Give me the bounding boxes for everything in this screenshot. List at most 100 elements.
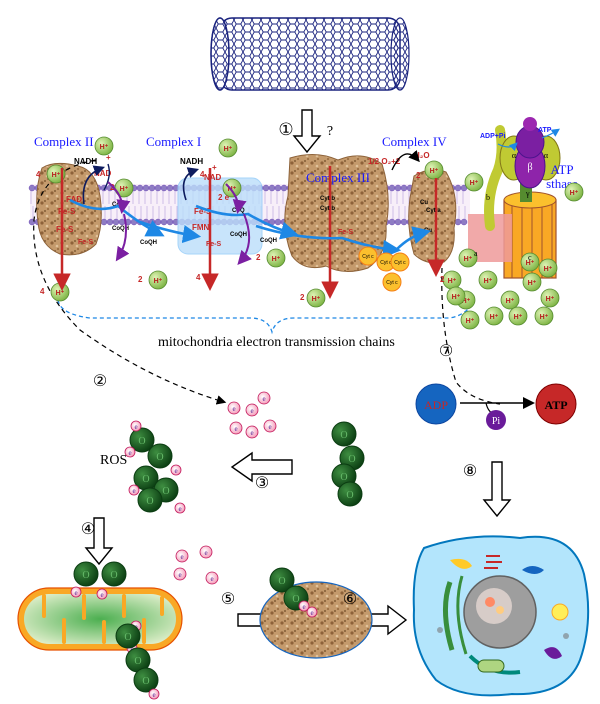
electron-label: e — [234, 425, 237, 433]
oxygen-label: O — [156, 452, 163, 463]
oxygen-ball — [269, 567, 295, 593]
coqh-label: CoQH — [140, 240, 157, 246]
proton-label: H⁺ — [544, 266, 553, 273]
proton-label: H⁺ — [466, 318, 475, 325]
nad-plus-label: + — [212, 163, 217, 172]
proton-ball — [534, 306, 554, 326]
coqh-label: CoQH — [112, 226, 129, 232]
oxygen-label: O — [82, 570, 89, 581]
coqh-label: CoQH — [260, 238, 277, 244]
electron-label: e — [210, 575, 213, 583]
proton-ball — [222, 178, 242, 198]
coq-arrow — [237, 213, 252, 265]
oxygen-label: O — [138, 436, 145, 447]
atp-out-arrow — [541, 128, 560, 139]
fe-s-label: Fe-S — [56, 225, 74, 234]
complex-iii-label: Complex III — [306, 170, 370, 185]
electron-ball — [124, 446, 136, 458]
lipid-head — [400, 184, 408, 192]
nadh-arrow — [103, 163, 111, 191]
electron-label: e — [152, 691, 155, 699]
proton-count: 4 — [200, 170, 205, 179]
oxygen-ball — [137, 487, 163, 513]
lipid-head — [454, 218, 462, 226]
cyt-c-ball — [358, 246, 378, 266]
oxygen-ball — [73, 561, 99, 587]
cyt-c-ball — [382, 272, 402, 292]
step-6-label: ⑥ — [343, 591, 357, 608]
oxygen-ball — [129, 427, 155, 453]
proton-label: H⁺ — [470, 180, 479, 187]
coq-arrow — [107, 181, 131, 214]
oxygen-label: O — [292, 594, 299, 605]
nad-plus-label: + — [106, 153, 111, 162]
electron-path — [195, 204, 300, 240]
electron-ball — [96, 588, 108, 600]
cyt-a-label: Cyt a — [426, 208, 441, 214]
lipid-head — [100, 218, 108, 226]
lipid-head — [268, 184, 276, 192]
atp-synthase-label: ATP — [550, 162, 573, 177]
electron-path — [139, 220, 202, 244]
proton-ball — [46, 164, 66, 184]
complex-iv-label: Complex IV — [382, 134, 447, 149]
adp-circle — [415, 383, 457, 425]
step-3-label: ③ — [255, 475, 269, 492]
water-label: H₂O — [414, 151, 430, 160]
oxygen-ball — [133, 667, 159, 693]
oxygen-label: O — [340, 472, 347, 483]
coq-arrow — [225, 183, 247, 214]
cu-label: Cu — [420, 200, 428, 206]
proton-ball — [446, 286, 466, 306]
proton-label: H⁺ — [526, 260, 535, 267]
electron-ball — [130, 420, 142, 432]
fmn-label: FMN — [192, 223, 210, 232]
cyt-c-label: Cyt c — [380, 260, 392, 266]
electron-ball — [245, 403, 259, 417]
lipid-head — [148, 184, 156, 192]
proton-count: 4 — [196, 273, 201, 282]
electron-label: e — [178, 571, 181, 579]
proton-label: H⁺ — [490, 314, 499, 321]
electron-ball — [128, 484, 140, 496]
proton-label: H⁺ — [506, 298, 515, 305]
electron-ball — [257, 391, 271, 405]
proton-ball — [218, 138, 238, 158]
proton-ball — [520, 252, 540, 272]
nadh-arrow — [182, 167, 200, 201]
fe-s-label: Fe-S — [78, 239, 94, 246]
fe-s-label: Fe-S — [194, 207, 212, 216]
cyt-c-label: Cyt c — [362, 254, 374, 260]
cyt-b-label: Cyt b — [320, 196, 335, 202]
proton-label: H⁺ — [514, 314, 523, 321]
oxygen-label: O — [348, 454, 355, 465]
lipid-head — [118, 218, 126, 226]
lipid-head — [394, 184, 402, 192]
b-subunit-label: b — [486, 193, 490, 202]
proton-label: H⁺ — [462, 298, 471, 305]
oxygen-label: O — [146, 496, 153, 507]
oxygen-label: O — [142, 676, 149, 687]
pi-label: Pi — [492, 416, 501, 427]
lipid-head — [262, 184, 270, 192]
oxygen-label: O — [134, 656, 141, 667]
electron-ball — [199, 545, 213, 559]
alpha-label: α — [544, 151, 549, 160]
alpha-label: α — [512, 151, 517, 160]
step-7-label: ⑦ — [439, 343, 453, 360]
lipid-head — [388, 218, 396, 226]
nadh-arrow — [82, 165, 106, 205]
lipid-head — [160, 184, 168, 192]
electron-ball — [148, 688, 160, 700]
electron-ball — [173, 567, 187, 581]
nadh-label: NADH — [180, 157, 203, 166]
oxygen-label: O — [346, 490, 353, 501]
electron-ball — [205, 571, 219, 585]
proton-label: H⁺ — [430, 168, 439, 175]
cell — [412, 535, 590, 697]
complex-ii-label: Complex II — [34, 134, 94, 149]
electron-count-label: 2 e — [218, 193, 230, 202]
mitochondrion — [17, 587, 183, 651]
proton-count: 2 — [416, 171, 421, 180]
proton-ball — [508, 306, 528, 326]
